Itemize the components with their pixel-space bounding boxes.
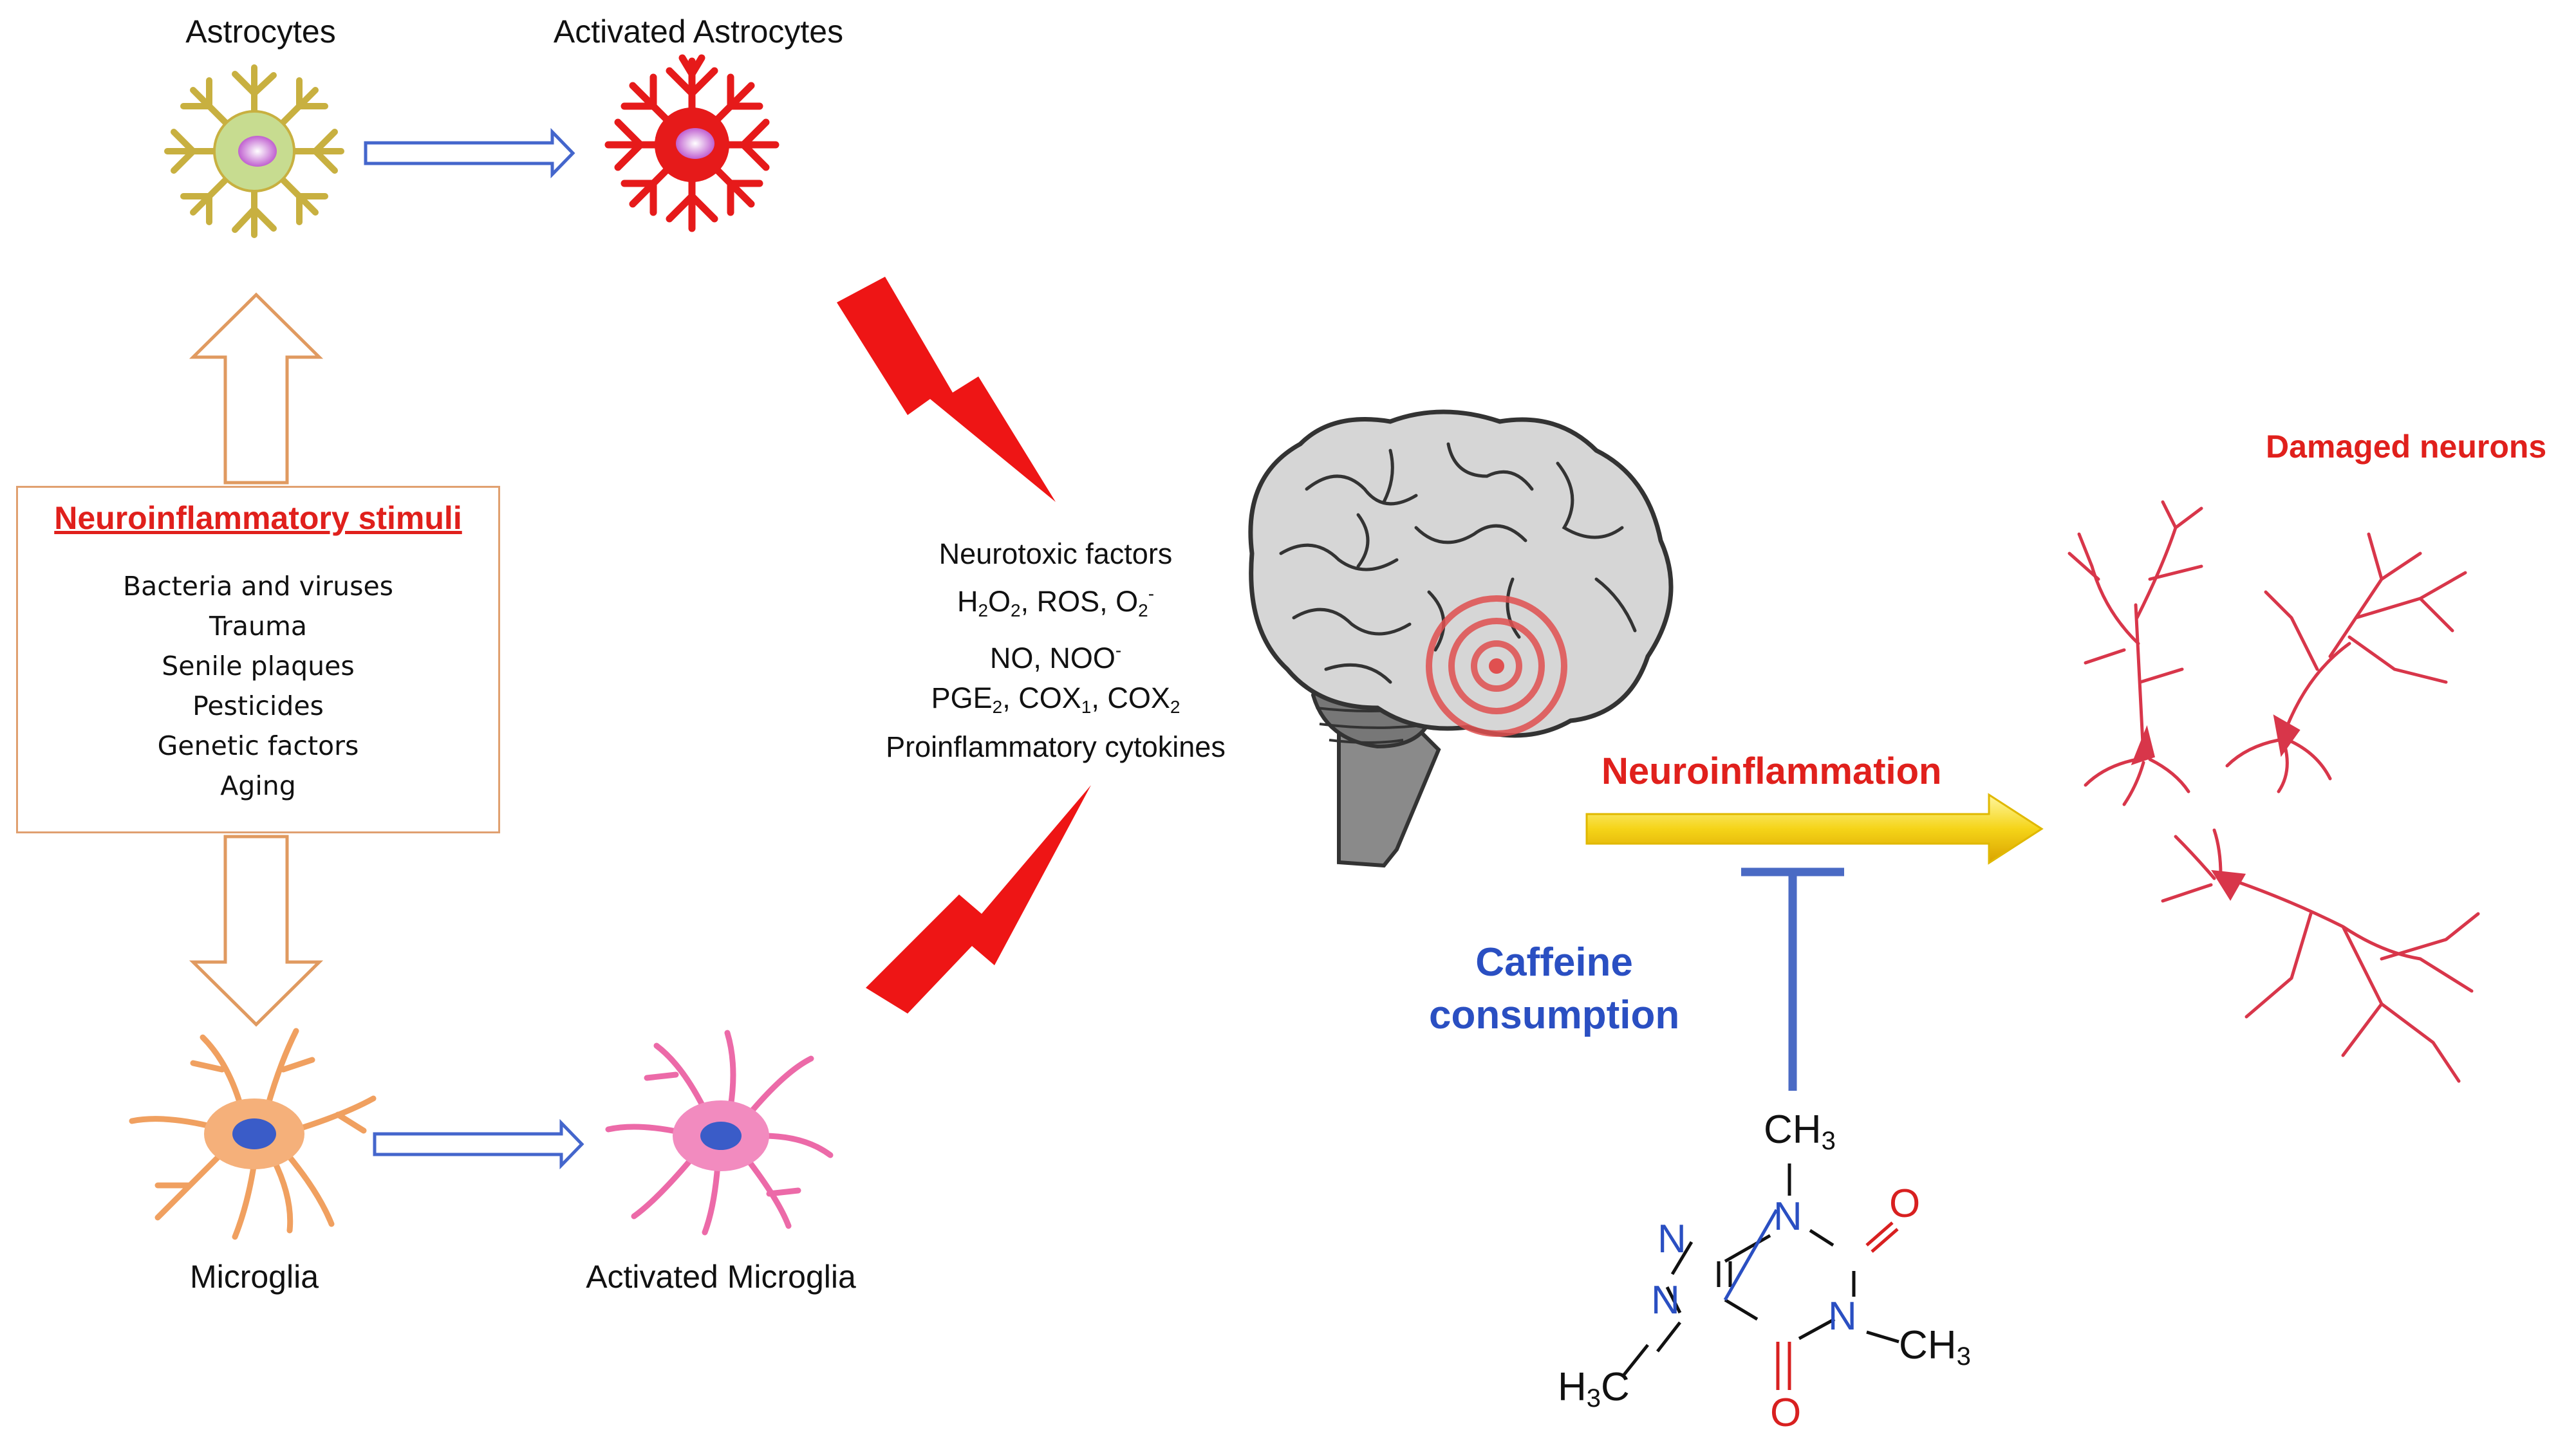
astrocyte-icon xyxy=(164,64,344,238)
arrow-stimuli-down xyxy=(189,835,324,1027)
list-item: Senile plaques xyxy=(162,651,355,681)
molecule-ch3-top: CH3 xyxy=(1764,1107,1836,1155)
neuroinflammation-label: Neuroinflammation xyxy=(1601,750,1942,792)
neuroinflammation-arrow xyxy=(1585,793,2044,865)
activated-microglia-label: Activated Microglia xyxy=(586,1259,856,1295)
list-item: Genetic factors xyxy=(157,730,359,761)
factors-line-cox: PGE2, COX1, COX2 xyxy=(931,681,1181,717)
factors-line-ros: H2O2, ROS, O2- xyxy=(957,584,1155,620)
inhibition-bar xyxy=(1741,867,1844,1091)
list-item: Trauma xyxy=(209,611,308,642)
molecule-o6: O xyxy=(1770,1391,1802,1435)
lightning-bolt-lower-icon xyxy=(866,785,1091,1014)
arrow-astrocyte-activation xyxy=(364,127,575,179)
molecule-ch3-right: CH3 xyxy=(1899,1323,1971,1371)
microglia-label: Microglia xyxy=(189,1259,319,1295)
activated-astrocyte-icon xyxy=(604,54,779,232)
molecule-n7: N xyxy=(1651,1278,1680,1322)
list-item: Bacteria and viruses xyxy=(122,571,394,602)
brain-icon xyxy=(1248,409,1674,868)
lightning-bolt-upper-icon xyxy=(837,277,1056,502)
factors-line-cytokines: Proinflammatory cytokines xyxy=(886,730,1226,763)
factors-line-no: NO, NOO- xyxy=(989,640,1122,674)
list-item: Pesticides xyxy=(192,690,324,721)
factors-heading: Neurotoxic factors xyxy=(938,537,1173,570)
molecule-n1: N xyxy=(1828,1294,1857,1339)
arrow-microglia-activation xyxy=(373,1118,584,1170)
damaged-neurons-label: Damaged neurons xyxy=(2266,429,2547,465)
stimuli-list: Bacteria and viruses Trauma Senile plaqu… xyxy=(18,566,498,806)
microglia-icon xyxy=(129,1028,377,1240)
molecule-o2: O xyxy=(1889,1182,1921,1226)
arrow-stimuli-up xyxy=(189,292,324,485)
molecule-n3: N xyxy=(1773,1194,1802,1239)
astrocytes-label: Astrocytes xyxy=(185,14,336,50)
caffeine-consumption-label: Caffeine consumption xyxy=(1429,940,1680,1037)
activated-microglia-icon xyxy=(605,1030,834,1236)
neurotoxic-factors-list: Neurotoxic factors H2O2, ROS, O2- NO, NO… xyxy=(805,534,1307,767)
list-item: Aging xyxy=(220,770,296,801)
caffeine-molecule xyxy=(1621,1163,1899,1390)
stimuli-title: Neuroinflammatory stimuli xyxy=(54,500,462,536)
damaged-neuron-icon xyxy=(2067,500,2480,1083)
molecule-n9: N xyxy=(1657,1217,1686,1261)
molecule-h3c: H3C xyxy=(1558,1365,1630,1413)
activated-astrocytes-label: Activated Astrocytes xyxy=(553,14,844,50)
stimuli-box: Neuroinflammatory stimuli Bacteria and v… xyxy=(16,486,500,833)
